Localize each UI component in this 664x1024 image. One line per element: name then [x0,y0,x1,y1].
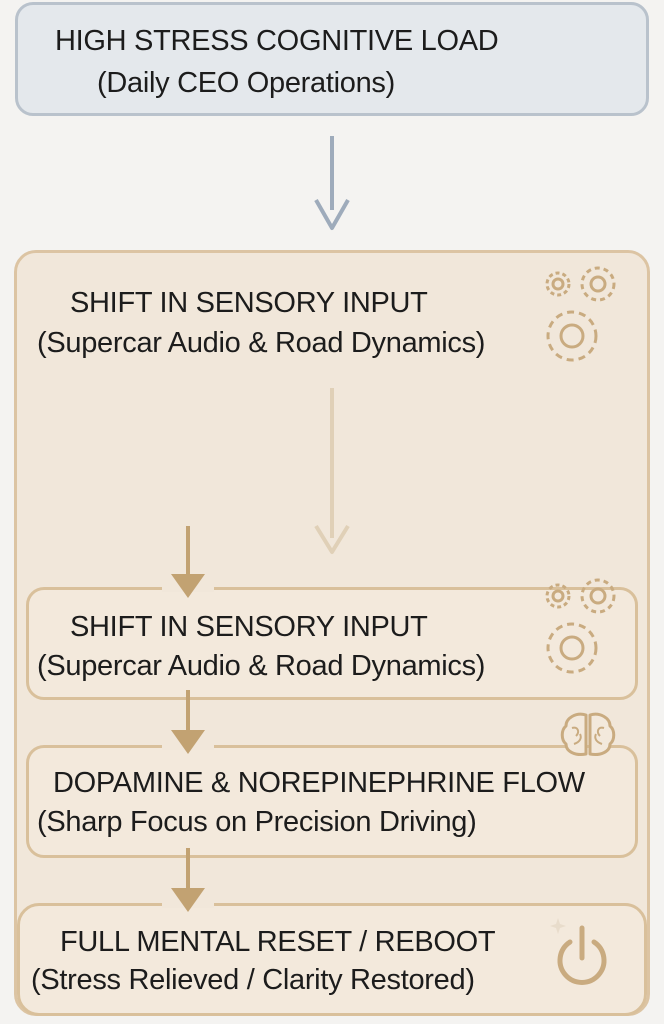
top-box: HIGH STRESS COGNITIVE LOAD (Daily CEO Op… [15,2,649,116]
stage2-subtitle: (Supercar Audio & Road Dynamics) [37,650,486,682]
stage3-title: DOPAMINE & NOREPINEPHRINE FLOW [53,767,585,799]
stage1-subtitle: (Supercar Audio & Road Dynamics) [37,327,486,359]
top-subtitle: (Daily CEO Operations) [97,67,395,99]
stage3-box [26,745,638,858]
stage1-title: SHIFT IN SENSORY INPUT [70,287,428,319]
stage4-title: FULL MENTAL RESET / REBOOT [60,926,496,958]
brain-icon [560,712,616,756]
gears-icon [545,578,616,674]
stage4-subtitle: (Stress Relieved / Clarity Restored) [31,964,475,996]
arrow-gold-icon [171,526,205,598]
arrow-gold-icon [171,690,205,754]
arrow-gray-icon [314,136,350,230]
gears-icon [545,266,616,362]
stage2-box [26,587,638,700]
arrow-faded-icon [314,388,350,554]
stage3-subtitle: (Sharp Focus on Precision Driving) [37,806,477,838]
arrow-gold-icon [171,848,205,912]
top-title: HIGH STRESS COGNITIVE LOAD [55,25,499,57]
stage2-title: SHIFT IN SENSORY INPUT [70,611,428,643]
stage4-box [17,903,647,1016]
power-icon [550,918,607,985]
